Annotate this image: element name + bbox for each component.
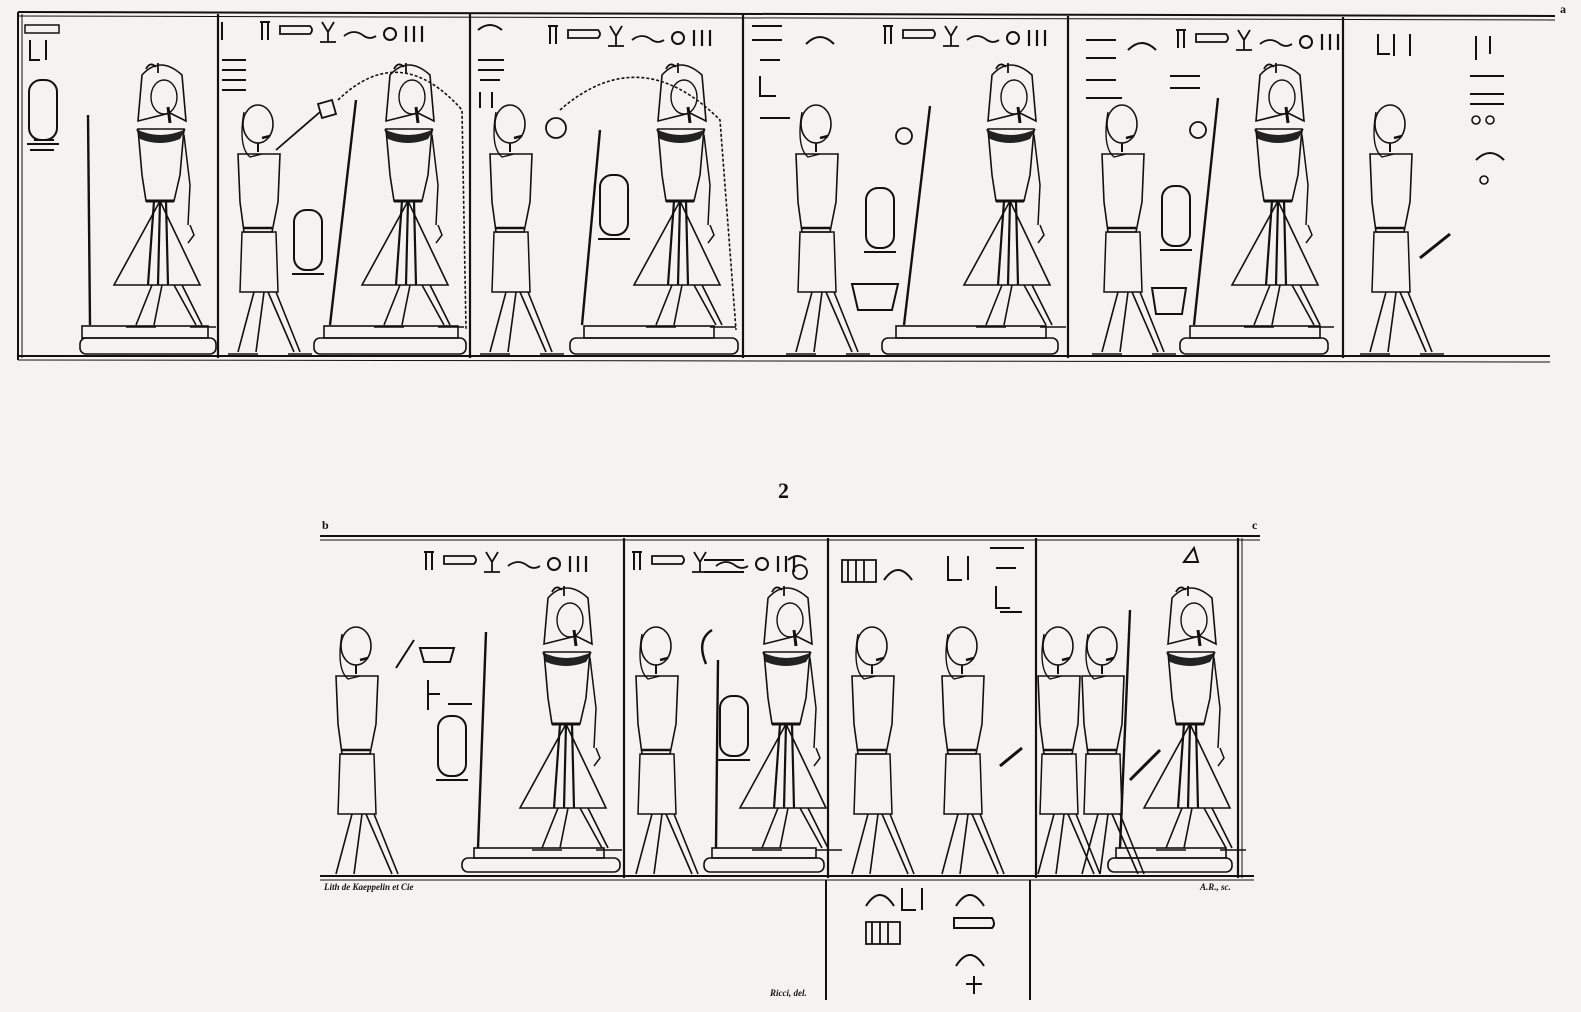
corner-mark-a: a — [1560, 2, 1566, 16]
scene-priest-censing-king — [221, 20, 467, 356]
credit-engraver: A.R., sc. — [1200, 882, 1231, 892]
corner-mark-b: b — [322, 518, 329, 532]
scene-priest-offering-under-canopy — [477, 24, 739, 356]
scene-king-standing-with-staff — [24, 24, 218, 355]
credit-draughtsman: Ricci, del. — [770, 988, 807, 998]
scene-two-officials-standing — [840, 547, 1024, 878]
scene-priest-offering-sickle-to-king — [624, 550, 844, 878]
sub-register-inscription — [825, 880, 1031, 1000]
scene-priest-offering-bowl-to-king — [752, 24, 1068, 356]
credit-lithographer: Lith de Kaeppelin et Cie — [324, 882, 414, 892]
scene-official-walking — [1358, 34, 1505, 356]
scene-king-leading-two-attendants — [1026, 545, 1248, 878]
scene-priest-offering-bowl-to-king-2 — [1086, 28, 1340, 356]
bottom-register — [320, 535, 1260, 1000]
plate-number: 2 — [778, 478, 789, 503]
corner-mark-c: c — [1252, 518, 1258, 532]
scene-priest-offering-basket-to-king — [324, 550, 624, 878]
top-register — [17, 11, 1556, 363]
